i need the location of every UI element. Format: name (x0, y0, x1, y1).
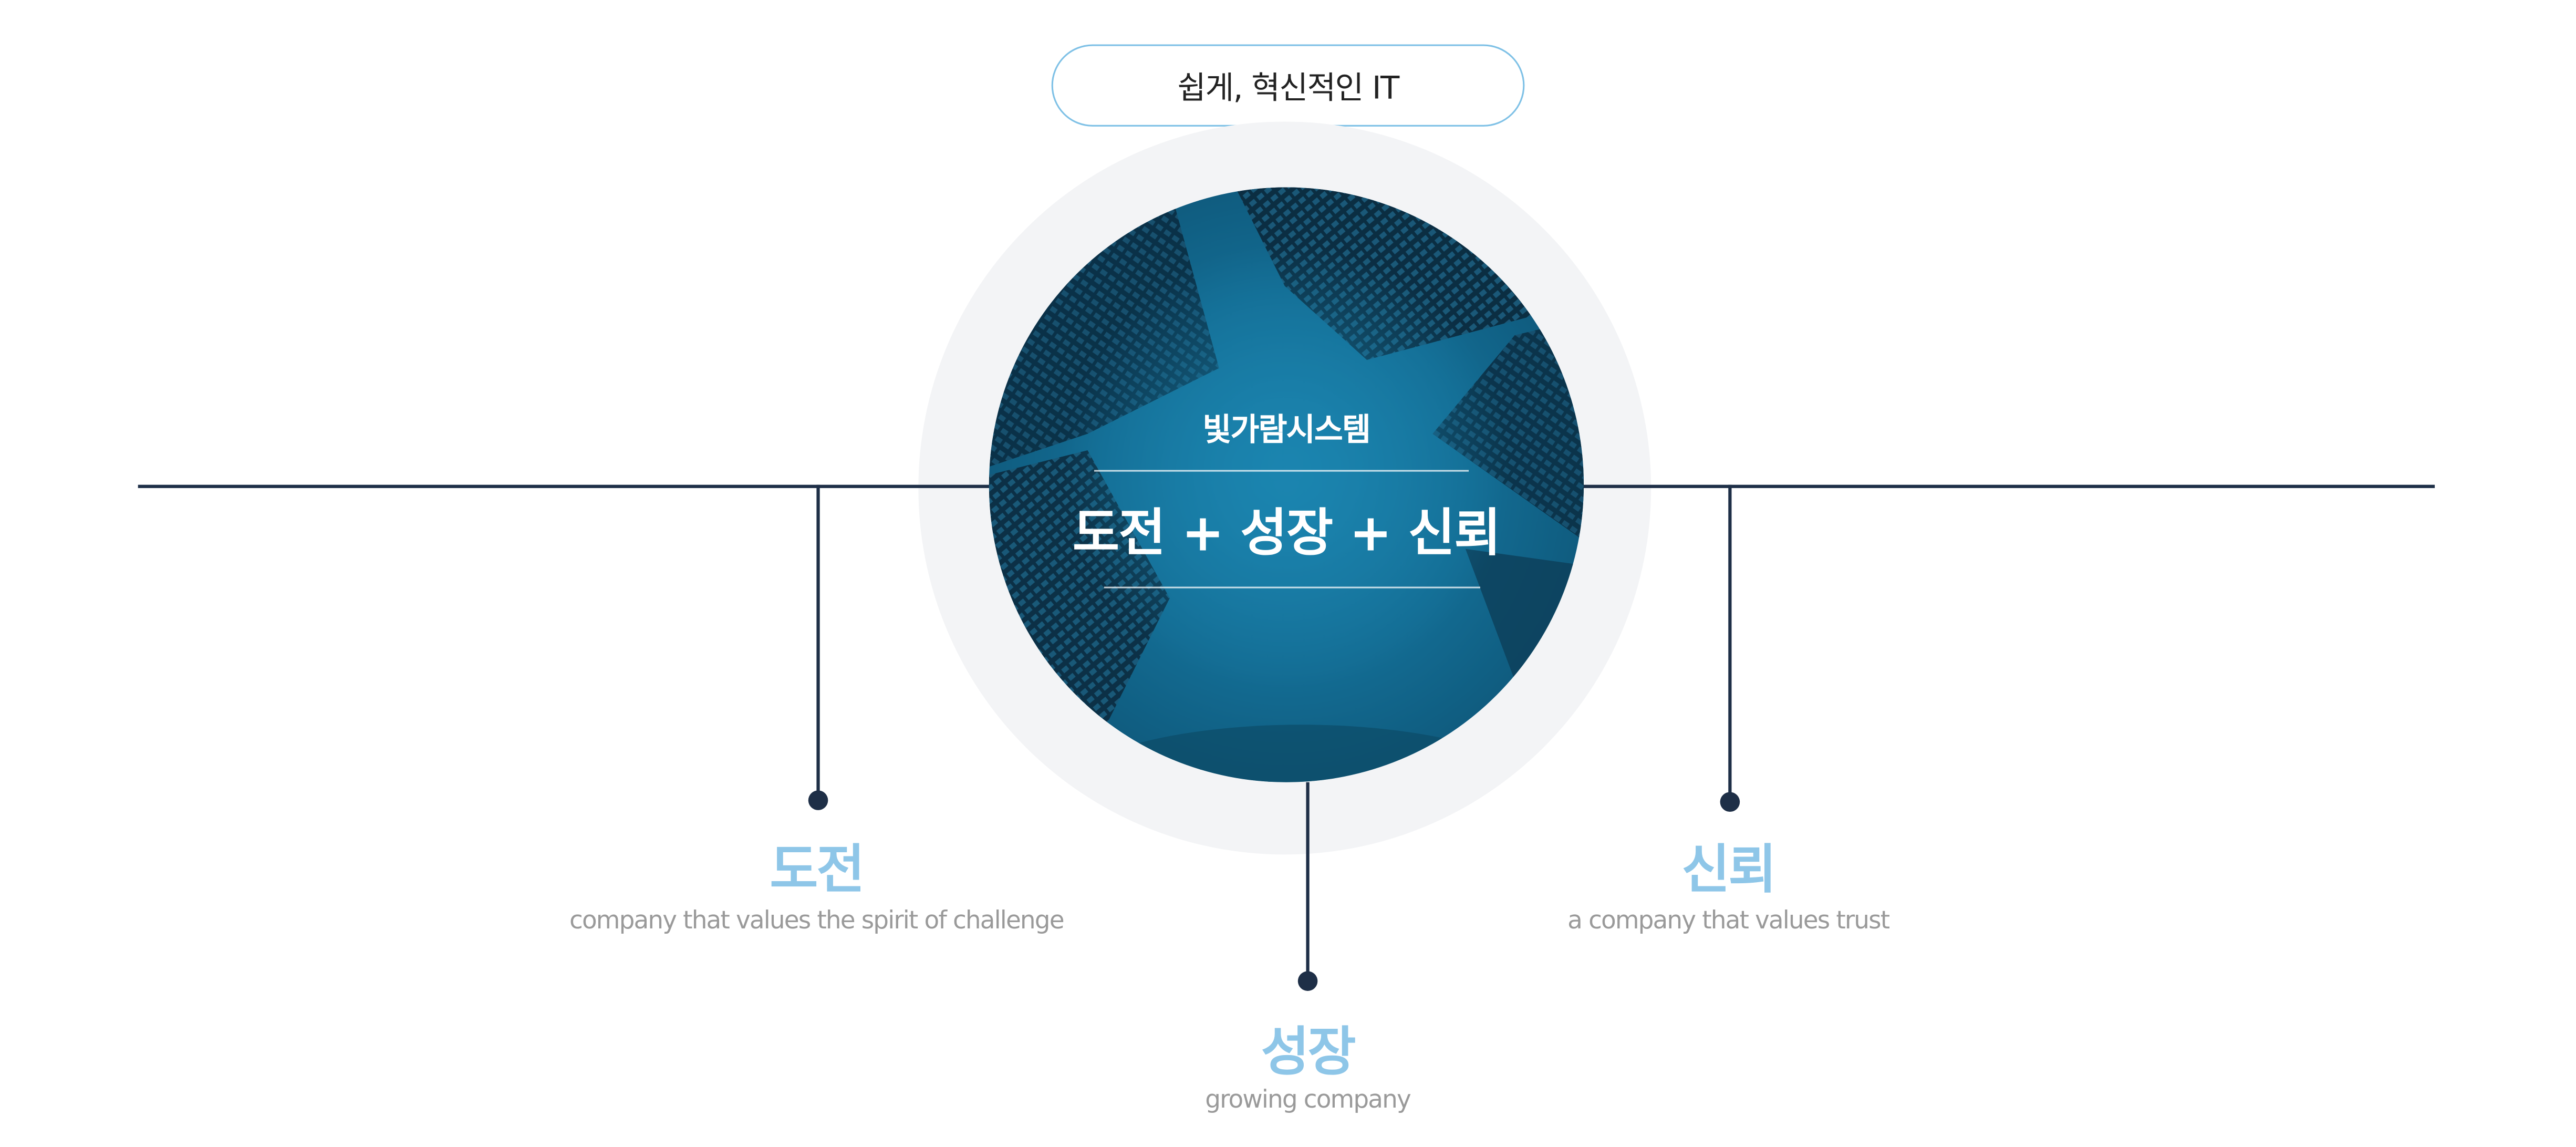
connector-line-trust (1728, 484, 1732, 794)
value-title-challenge: 도전 (770, 838, 865, 901)
value-description-growth: growing company (1205, 1084, 1411, 1114)
skyscraper-illustration (989, 187, 1584, 782)
divider-top (1094, 470, 1469, 472)
slogan-text: 쉽게, 혁신적인 IT (1177, 69, 1399, 106)
value-description-challenge: company that values the spirit of challe… (569, 905, 1065, 935)
center-circle: 빛가람시스템 도전 + 성장 + 신뢰 (989, 187, 1584, 782)
divider-bottom (1104, 586, 1480, 588)
value-title-growth: 성장 (1261, 1020, 1356, 1083)
circle-content: 빛가람시스템 도전 + 성장 + 신뢰 (989, 188, 1584, 782)
value-title-trust: 신뢰 (1681, 838, 1777, 901)
connector-dot-trust (1720, 792, 1740, 812)
value-description-trust: a company that values trust (1567, 905, 1890, 935)
company-name: 빛가람시스템 (1202, 412, 1371, 449)
connector-line-challenge (816, 484, 820, 794)
core-values-formula: 도전 + 성장 + 신뢰 (1072, 504, 1501, 564)
connector-dot-growth (1297, 971, 1318, 991)
connector-line-growth (1306, 782, 1310, 975)
slogan-badge: 쉽게, 혁신적인 IT (1051, 44, 1525, 127)
connector-dot-challenge (808, 790, 828, 810)
